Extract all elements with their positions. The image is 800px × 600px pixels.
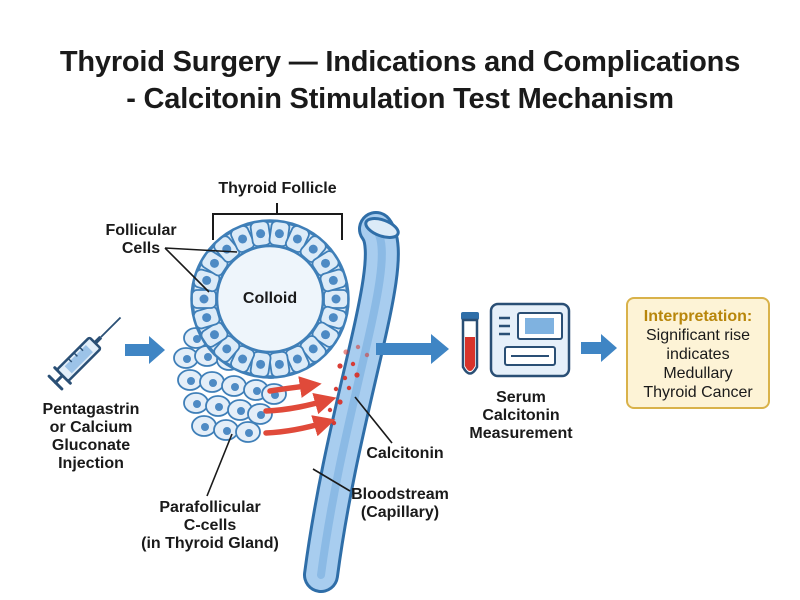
- c-cell: [205, 395, 231, 417]
- label-calcitonin: Calcitonin: [366, 445, 444, 462]
- thyroid-follicle-graphic: [190, 219, 350, 379]
- follicular-cell: [192, 305, 221, 330]
- calcitonin-particle: [364, 352, 370, 358]
- secretion-arrow-2: [263, 392, 337, 415]
- interpretation-body: Significant rise indicates Medullary Thy…: [643, 327, 753, 401]
- thyroid-follicle-bracket: [212, 203, 343, 240]
- capillary: [303, 211, 400, 593]
- calcitonin-particle: [350, 361, 356, 367]
- c-cell: [247, 403, 273, 425]
- c-cell: [183, 392, 209, 414]
- label-parafollicular-c-cells: Parafollicular C-cells (in Thyroid Gland…: [141, 499, 279, 552]
- flow-arrows: [125, 334, 617, 364]
- flow-arrow-to-interpretation: [581, 334, 617, 362]
- c-cell: [199, 371, 225, 393]
- c-cell: [235, 421, 261, 443]
- secretion-arrow-1: [267, 376, 322, 398]
- label-colloid: Colloid: [242, 290, 298, 307]
- c-cell: [213, 419, 239, 441]
- interpretation-heading: Interpretation:: [643, 308, 753, 325]
- follicular-cell: [191, 289, 217, 309]
- c-cell: [191, 415, 217, 437]
- flow-arrow-to-measurement: [376, 334, 449, 364]
- calcitonin-particle: [327, 407, 333, 413]
- page-title: Thyroid Surgery — Indications and Compli…: [0, 44, 800, 118]
- calcitonin-particle: [346, 385, 352, 391]
- follicular-cell: [299, 335, 327, 363]
- label-bloodstream: Bloodstream (Capillary): [351, 486, 449, 521]
- calcitonin-leader: [354, 396, 393, 444]
- calcitonin-particle: [355, 344, 361, 350]
- secretion-arrows: [263, 376, 337, 437]
- analyzer-icon: [489, 302, 571, 378]
- title-line-2: - Calcitonin Stimulation Test Mechanism: [126, 83, 674, 115]
- follicular-cell: [319, 268, 348, 293]
- label-thyroid-follicle: Thyroid Follicle: [218, 180, 337, 197]
- c-cell: [173, 347, 199, 369]
- calcitonin-particle: [342, 375, 348, 381]
- calcitonin-particle: [354, 372, 360, 378]
- title-line-1: Thyroid Surgery — Indications and Compli…: [59, 46, 741, 78]
- calcitonin-particle: [331, 420, 337, 426]
- follicular-cell: [323, 289, 349, 309]
- calcitonin-particle: [333, 386, 339, 392]
- follicular-cell: [268, 220, 291, 248]
- label-follicular-cells: Follicular Cells: [105, 222, 177, 257]
- parafollicular-leader: [206, 433, 233, 497]
- follicular-cell: [268, 350, 291, 378]
- secretion-arrow-3: [263, 415, 336, 437]
- flow-arrow-injection: [125, 336, 165, 364]
- c-cell: [177, 369, 203, 391]
- calcitonin-particle: [343, 349, 349, 355]
- c-cell: [221, 375, 247, 397]
- follicular-cell: [249, 220, 272, 248]
- test-tube-icon: [461, 312, 479, 375]
- label-injection: Pentagastrin or Calcium Gluconate Inject…: [42, 401, 140, 472]
- bloodstream-leader: [312, 468, 351, 492]
- label-serum-calcitonin-measurement: Serum Calcitonin Measurement: [469, 389, 573, 442]
- follicular-cell: [192, 268, 221, 293]
- calcitonin-particle: [337, 363, 343, 369]
- interpretation-box: Interpretation: Significant rise indicat…: [626, 297, 770, 409]
- follicular-cells-leader: [164, 247, 238, 293]
- syringe-icon: [47, 316, 122, 391]
- capillary-opening: [364, 216, 400, 240]
- calcitonin-particle: [337, 399, 343, 405]
- colloid-core: [215, 244, 325, 354]
